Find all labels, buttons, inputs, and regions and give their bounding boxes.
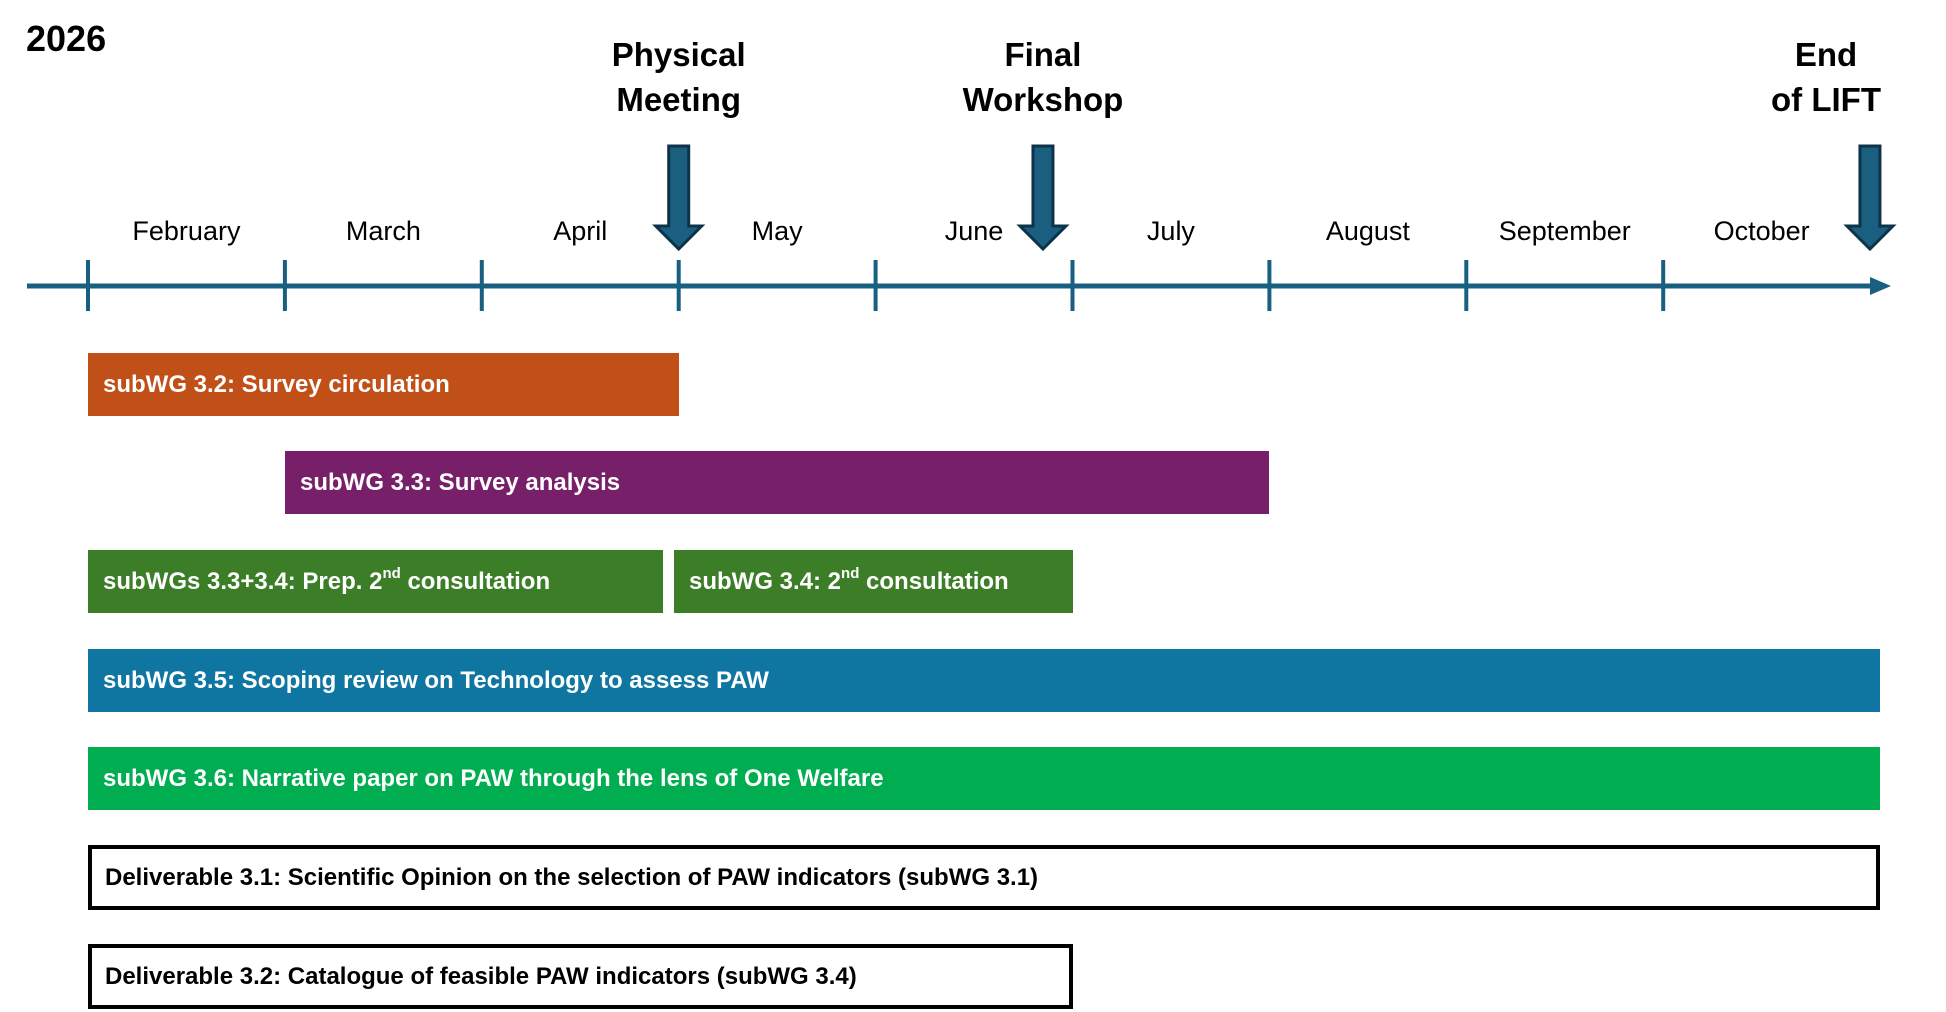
- deliverable-bar: Deliverable 3.2: Catalogue of feasible P…: [88, 944, 1073, 1009]
- month-label: September: [1498, 216, 1631, 246]
- month-label: July: [1146, 216, 1195, 246]
- milestone-label-line1: Final: [1004, 36, 1082, 73]
- task-label: subWGs 3.3+3.4: Prep. 2nd consultation: [103, 564, 551, 595]
- month-label: October: [1713, 216, 1810, 246]
- milestone-label-line2: Meeting: [616, 81, 742, 118]
- month-label: May: [751, 216, 803, 246]
- task-label: subWG 3.2: Survey circulation: [103, 370, 450, 398]
- task-label: Deliverable 3.1: Scientific Opinion on t…: [105, 863, 1039, 891]
- month-label: April: [553, 216, 608, 246]
- task-label: subWG 3.5: Scoping review on Technology …: [103, 666, 769, 694]
- task-bar: subWG 3.3: Survey analysis: [285, 451, 1269, 514]
- task-bar: subWG 3.2: Survey circulation: [88, 353, 679, 416]
- timeline-axis: [27, 260, 1891, 311]
- down-arrow-icon: [1843, 144, 1897, 252]
- task-label: subWG 3.4: 2nd consultation: [689, 564, 1009, 595]
- month-label: June: [944, 216, 1004, 246]
- milestone-arrows: [652, 144, 1897, 252]
- task-bar: subWGs 3.3+3.4: Prep. 2nd consultation: [88, 550, 663, 613]
- milestone-label-line2: of LIFT: [1771, 81, 1881, 118]
- ordinal-suffix: nd: [382, 564, 401, 582]
- down-arrow-icon: [1016, 144, 1070, 252]
- month-label: March: [345, 216, 421, 246]
- task-bar: subWG 3.6: Narrative paper on PAW throug…: [88, 747, 1880, 810]
- task-label: subWG 3.6: Narrative paper on PAW throug…: [103, 764, 884, 792]
- task-label: subWG 3.3: Survey analysis: [300, 468, 621, 496]
- down-arrow-icon: [652, 144, 706, 252]
- milestone-label-line1: End: [1794, 36, 1858, 73]
- month-label: August: [1325, 216, 1410, 246]
- task-bar: subWG 3.4: 2nd consultation: [674, 550, 1073, 613]
- year-label: 2026: [26, 18, 107, 59]
- axis-arrowhead: [1870, 277, 1891, 295]
- milestone-label: End of LIFT: [1706, 32, 1946, 122]
- ordinal-suffix: nd: [841, 564, 860, 582]
- month-label: February: [132, 216, 241, 246]
- milestone-label-line2: Workshop: [962, 81, 1124, 118]
- milestone-label-line1: Physical: [611, 36, 746, 73]
- task-label: Deliverable 3.2: Catalogue of feasible P…: [105, 962, 857, 990]
- deliverable-bar: Deliverable 3.1: Scientific Opinion on t…: [88, 845, 1880, 910]
- task-bar: subWG 3.5: Scoping review on Technology …: [88, 649, 1880, 712]
